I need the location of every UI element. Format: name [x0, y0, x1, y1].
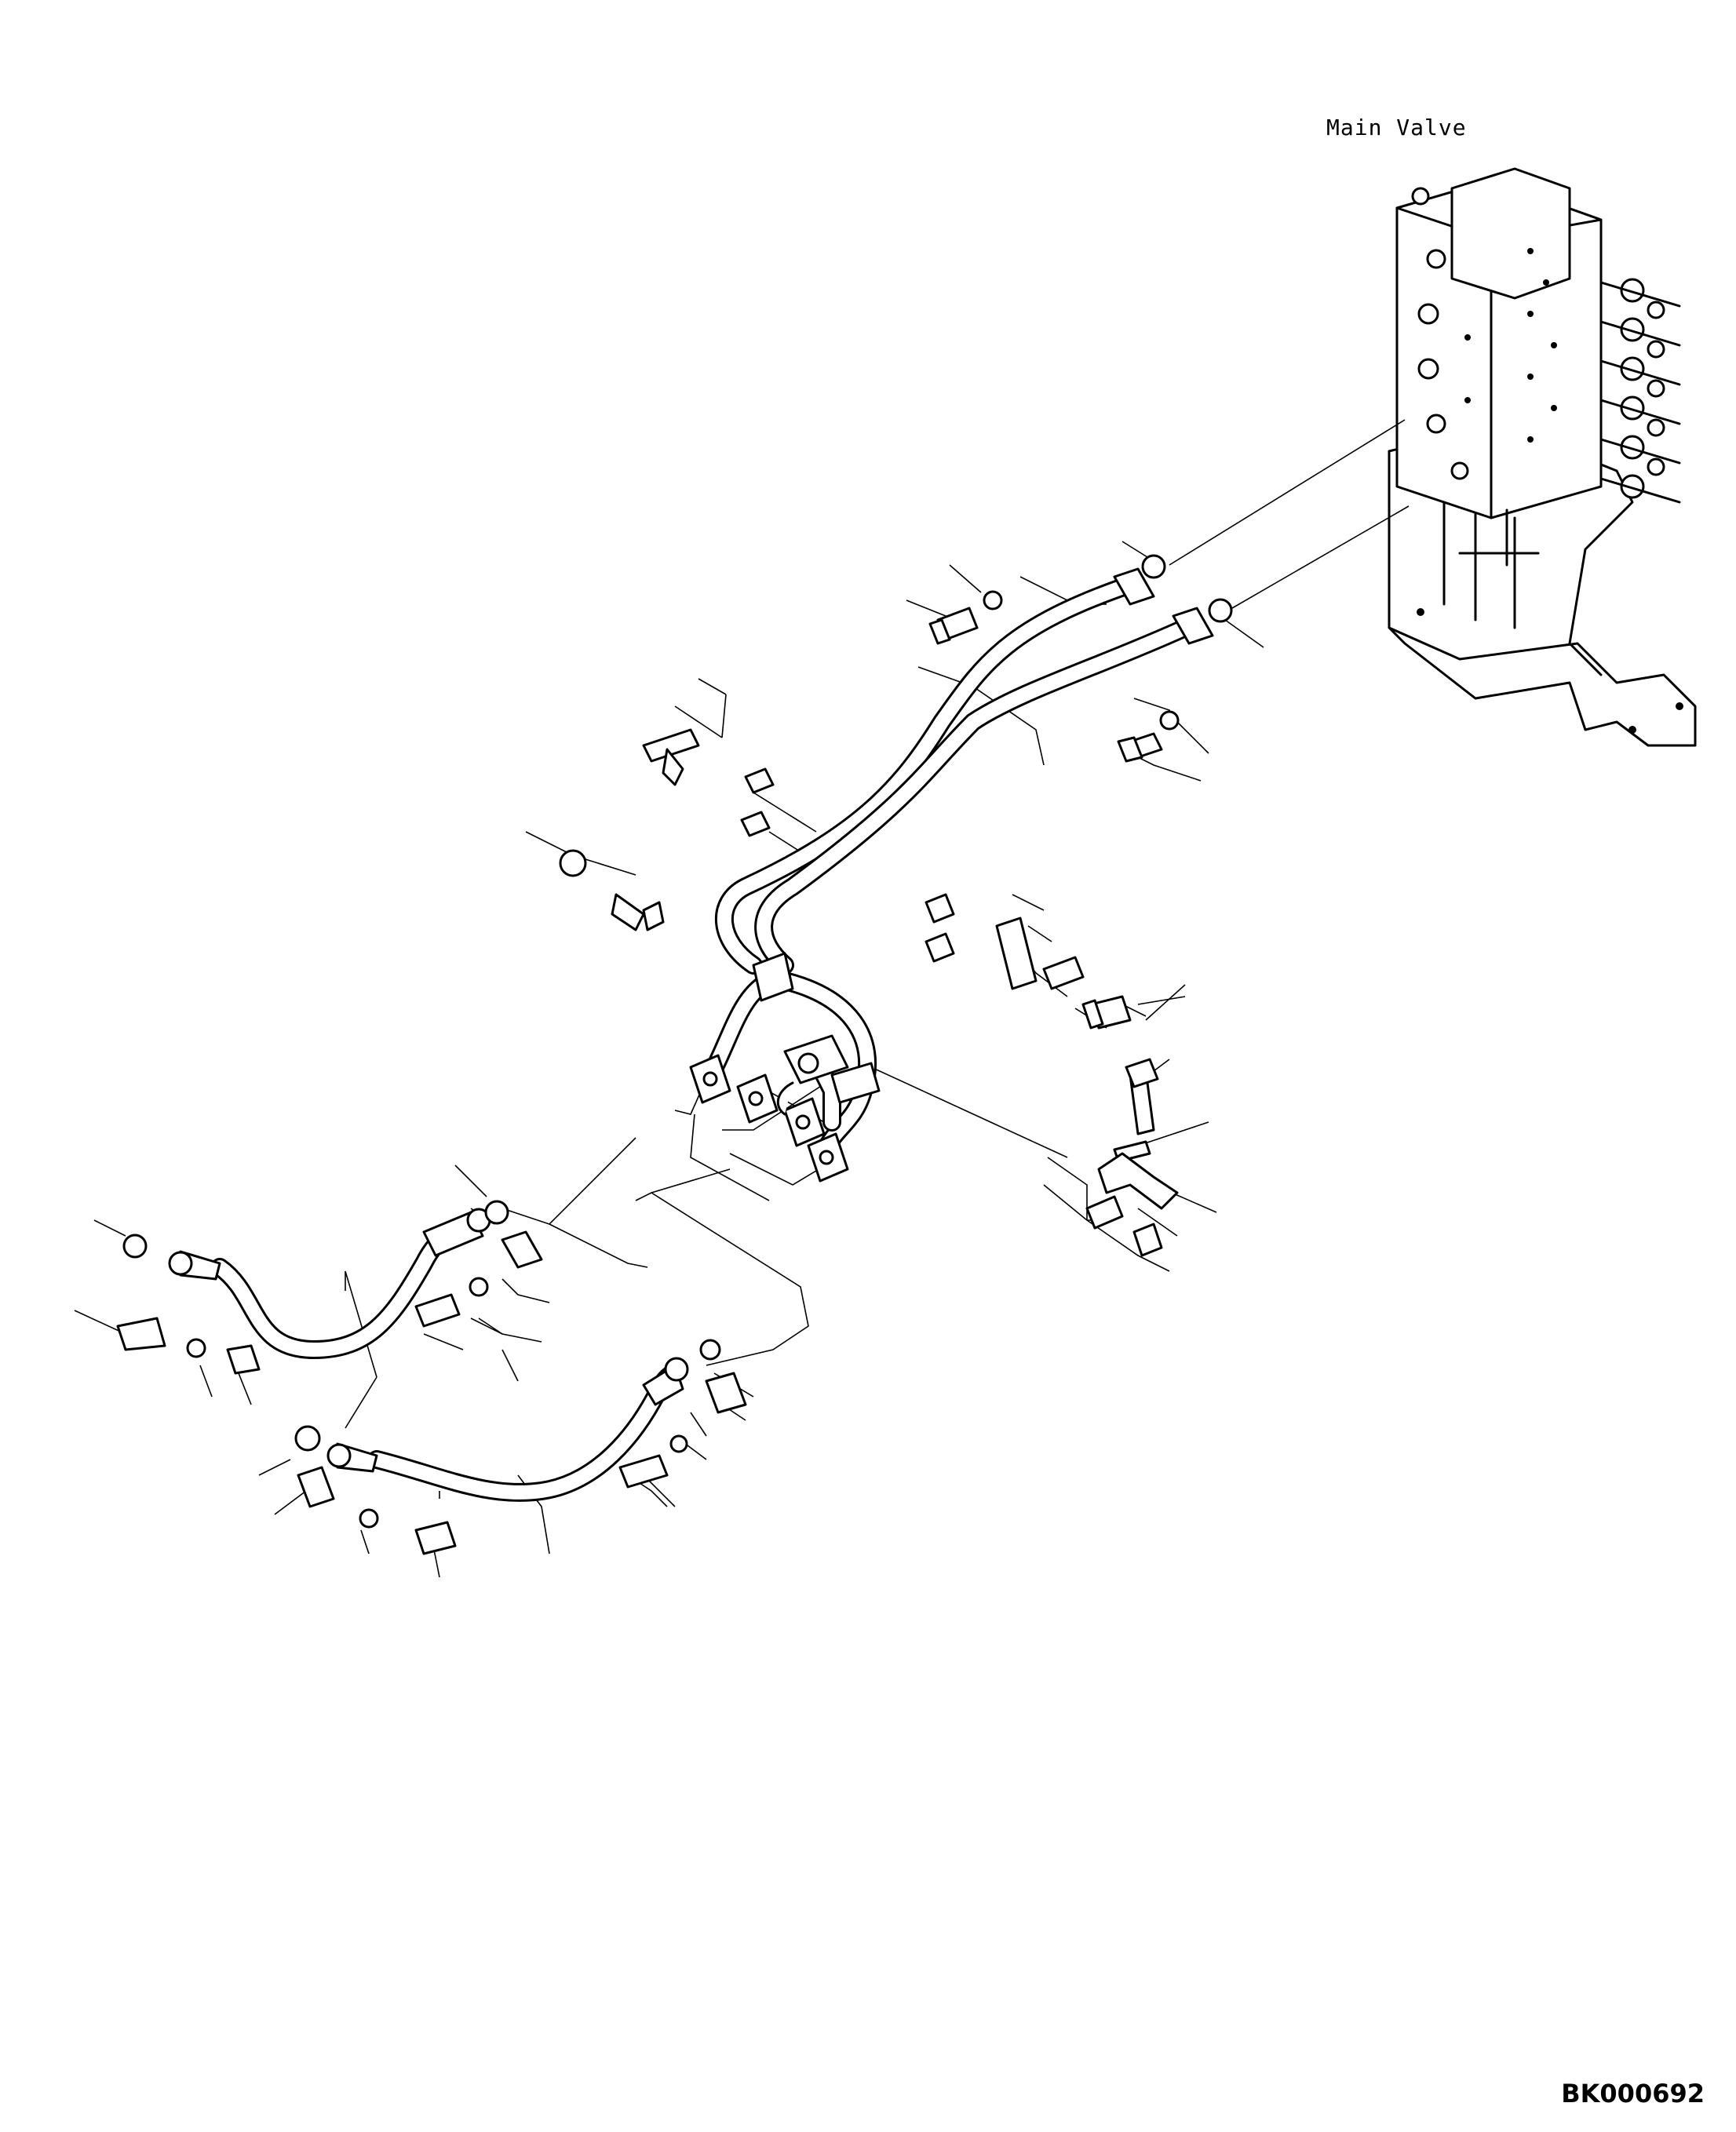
upper-pipe-run	[697, 575, 1194, 1163]
lower-hose-2	[326, 1357, 689, 1502]
fasteners-upper	[559, 590, 1180, 1257]
main-valve-label: Main Valve	[1326, 115, 1467, 140]
fasteners-lower	[116, 1200, 747, 1555]
figure-id: BK000692	[1561, 2079, 1705, 2108]
main-valve-assembly	[1388, 167, 1697, 747]
lower-hose-1	[168, 1208, 491, 1359]
pipe-end-fittings	[983, 554, 1233, 645]
tee-manifold-block	[689, 952, 881, 1183]
